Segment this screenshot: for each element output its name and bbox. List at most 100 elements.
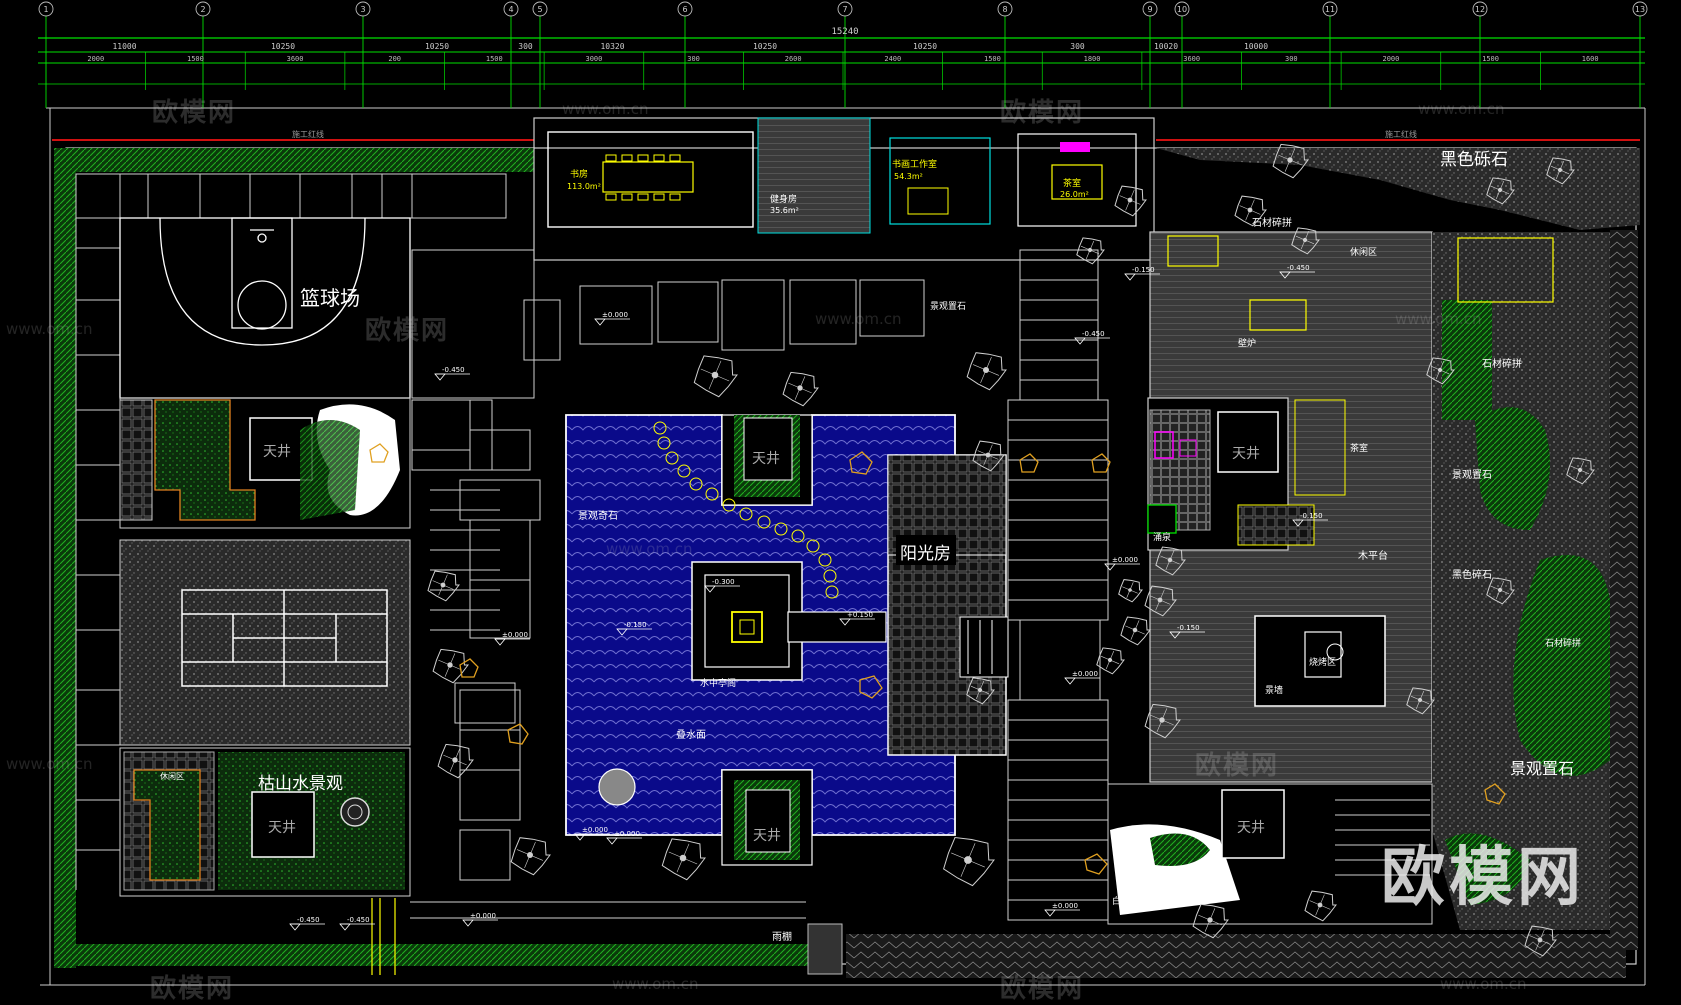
- level-marker: -0.450: [1074, 330, 1110, 345]
- level-marker: ±0.000: [594, 311, 630, 326]
- axis-number: 3: [360, 5, 365, 14]
- level-marker: ±0.000: [1104, 556, 1140, 571]
- axis-bubble: [1632, 1, 1648, 17]
- label-lounge-left: 休闲区: [160, 771, 184, 781]
- axis-number: 6: [682, 5, 687, 14]
- tree-symbol: [661, 838, 707, 881]
- courtyard-label: 天井: [753, 828, 781, 844]
- level-marker: -0.450: [289, 916, 325, 931]
- svg-text:±0.000: ±0.000: [614, 830, 640, 838]
- label-feature-stone-b: 景观置石: [1452, 469, 1492, 481]
- tree-symbol: [1304, 890, 1338, 922]
- label-gazebo: 水中亭阁: [700, 677, 736, 689]
- dim-segment: 10000: [1244, 42, 1268, 51]
- svg-text:-0.450: -0.450: [1082, 330, 1105, 338]
- tree-symbol: [1118, 579, 1143, 603]
- tree-symbol: [437, 743, 475, 779]
- axis-number: 9: [1147, 5, 1152, 14]
- dim-sub-segment: 1500: [187, 55, 204, 63]
- trees: [427, 143, 1595, 957]
- construction-line-label-left: 施工红线: [292, 129, 324, 139]
- tree-symbol: [1486, 577, 1515, 605]
- left-zone: 篮球场 枯山水景观: [75, 173, 507, 897]
- level-markers: -0.450 -0.450 ±0.000 -0.150 ±0.000 ±0.000 -0.3…: [289, 264, 1328, 931]
- axis-bubble: [1174, 1, 1190, 17]
- axis-number: 5: [537, 5, 542, 14]
- label-stone-path-c: 石材碎拼: [1545, 637, 1581, 649]
- label-water-feature: 涌泉: [1153, 531, 1171, 543]
- courtyard-label: 天井: [268, 820, 296, 836]
- room-gym-area: 35.6m²: [770, 206, 799, 215]
- room-office-area: 113.0m²: [567, 182, 601, 191]
- axis-number: 2: [200, 5, 205, 14]
- courtyard-label: 天井: [752, 451, 780, 467]
- dim-segment: 300: [1070, 42, 1085, 51]
- svg-text:+0.150: +0.150: [847, 611, 873, 619]
- tree-symbol: [1076, 237, 1105, 265]
- axis-number: 8: [1002, 5, 1007, 14]
- label-dry-landscape: 枯山水景观: [258, 774, 343, 794]
- label-bbq: 烧烤区: [1309, 656, 1336, 668]
- axis-number: 4: [508, 5, 513, 14]
- room-tea-area: 26.0m²: [1060, 190, 1089, 199]
- courtyard-label: 天井: [1237, 820, 1265, 836]
- right-zone: 黑色砾石 木平台 烧烤区 景墙 休闲区 壁炉 茶室 石材碎拼 涌泉 石材碎拼 景…: [160, 148, 1640, 930]
- watermark-large: 欧模网: [1381, 841, 1585, 915]
- level-marker: ±0.000: [1044, 902, 1080, 917]
- axis-bubble: [195, 1, 211, 17]
- label-fire-pit: 壁炉: [1238, 337, 1256, 349]
- level-marker: -0.450: [339, 916, 375, 931]
- label-tea-room: 茶室: [1350, 442, 1368, 454]
- axis-number: 12: [1475, 5, 1485, 14]
- label-black-stone-b: 黑色碎石: [1452, 568, 1492, 581]
- level-marker: -0.450: [1279, 264, 1315, 279]
- tree-symbol: [1192, 903, 1230, 939]
- tree-symbol: [1144, 585, 1178, 617]
- level-marker: ±0.000: [606, 830, 642, 845]
- dim-sub-segment: 2600: [785, 55, 802, 63]
- dim-segment: 10020: [1154, 42, 1178, 51]
- label-feature-stone-right: 景观置石: [1510, 759, 1574, 778]
- label-scenic-wall: 景墙: [1265, 684, 1283, 696]
- dim-sub-segment: 1600: [1582, 55, 1599, 63]
- level-marker: -0.300: [704, 578, 740, 593]
- dim-segment: 10250: [753, 42, 777, 51]
- dim-sub-segment: 300: [687, 55, 700, 63]
- level-marker: ±0.000: [462, 912, 498, 927]
- svg-text:±0.000: ±0.000: [602, 311, 628, 319]
- tree-symbol: [1524, 925, 1558, 957]
- svg-text:-0.300: -0.300: [712, 578, 735, 586]
- axis-bubble: [1322, 1, 1338, 17]
- tree-symbol: [1120, 616, 1152, 646]
- svg-text:-0.450: -0.450: [297, 916, 320, 924]
- dim-segment: 10320: [600, 42, 624, 51]
- level-marker: -0.150: [1169, 624, 1205, 639]
- dim-sub-segment: 2400: [884, 55, 901, 63]
- label-scenic-stone: 景观奇石: [578, 509, 618, 522]
- axis-bubble: [1142, 1, 1158, 17]
- dim-total: 15240: [831, 27, 858, 37]
- tree-symbol: [1406, 687, 1435, 715]
- tree-symbol: [1291, 227, 1320, 255]
- dim-sub-segment: 3600: [287, 55, 304, 63]
- label-landscape-stone-top: 景观置石: [930, 301, 966, 312]
- dim-sub-segment: 200: [388, 55, 401, 63]
- courtyard-labels: 天井 天井 天井 天井 天井 天井: [263, 444, 1265, 844]
- tree-symbol: [693, 355, 739, 398]
- tree-symbol: [966, 677, 995, 705]
- tree-symbol: [943, 836, 996, 887]
- tree-symbol: [432, 648, 470, 684]
- perimeter-planting: [54, 148, 1638, 978]
- level-marker: -0.150: [1292, 512, 1328, 527]
- room-gym: 健身房: [770, 193, 797, 205]
- dim-sub-segment: 1500: [1482, 55, 1499, 63]
- tree-symbol: [1426, 357, 1455, 385]
- dim-sub-segment: 2000: [1383, 55, 1400, 63]
- room-office: 书房: [570, 168, 588, 180]
- axis-number: 13: [1635, 5, 1645, 14]
- label-lounge: 休闲区: [1350, 246, 1377, 258]
